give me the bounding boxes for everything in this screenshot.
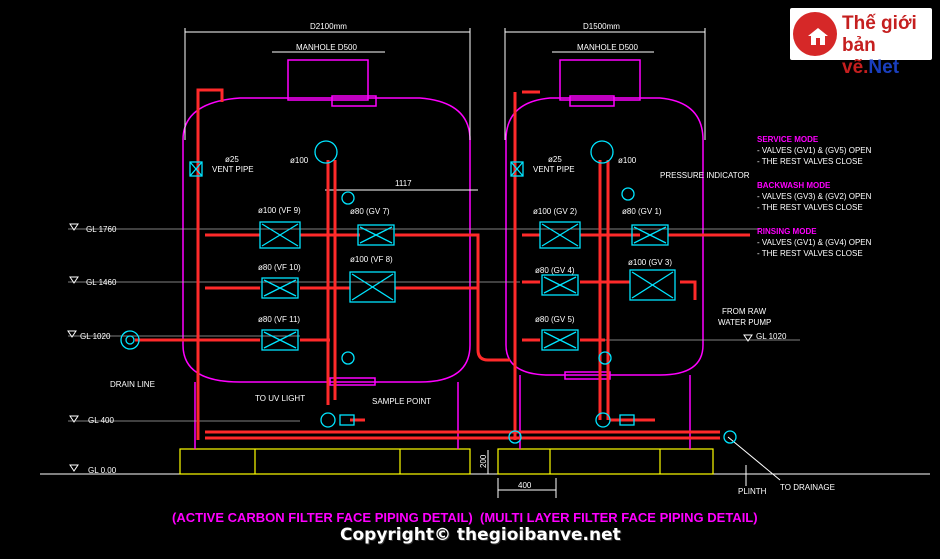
label-vf10: ø80 (VF 10) bbox=[258, 263, 301, 272]
valve-gv2 bbox=[539, 221, 581, 249]
to-drainage-label: TO DRAINAGE bbox=[780, 483, 835, 492]
valve-vf7 bbox=[357, 224, 395, 246]
level-lines bbox=[68, 228, 800, 422]
drain-line-label: DRAIN LINE bbox=[110, 380, 155, 389]
left-diameter-label: D2100mm bbox=[310, 22, 347, 31]
from-raw-label-2: WATER PUMP bbox=[718, 318, 771, 327]
level-markers bbox=[67, 223, 753, 472]
label-vf11: ø80 (VF 11) bbox=[258, 315, 300, 324]
label-gv3: ø100 (GV 3) bbox=[628, 258, 672, 267]
logo-badge bbox=[793, 12, 837, 56]
right-vent-label: VENT PIPE bbox=[533, 165, 575, 174]
level-gl400: GL 400 bbox=[88, 416, 114, 425]
service-mode-line-1: - VALVES (GV1) & (GV5) OPEN bbox=[757, 146, 872, 155]
left-top-pipe: ø100 bbox=[290, 156, 309, 165]
backwash-mode-line-2: - THE REST VALVES CLOSE bbox=[757, 203, 863, 212]
valve-vf10 bbox=[261, 277, 299, 299]
dim-1117: 1117 bbox=[395, 179, 412, 188]
valve-gv4 bbox=[541, 274, 579, 296]
level-gl000: GL 0.00 bbox=[88, 466, 117, 475]
left-manhole-label: MANHOLE D500 bbox=[296, 43, 357, 52]
from-raw-label-1: FROM RAW bbox=[722, 307, 767, 316]
label-gv5: ø80 (GV 5) bbox=[535, 315, 575, 324]
rinsing-mode-line-1: - VALVES (GV1) & (GV4) OPEN bbox=[757, 238, 872, 247]
label-gv2: ø100 (GV 2) bbox=[533, 207, 577, 216]
right-tank bbox=[505, 59, 704, 449]
copyright-watermark: Copyright© thegioibanve.net bbox=[340, 525, 621, 545]
right-top-pipe: ø100 bbox=[618, 156, 637, 165]
dim-400: 400 bbox=[518, 481, 532, 490]
right-vent-size: ø25 bbox=[548, 155, 562, 164]
piping bbox=[135, 88, 750, 440]
label-gv4: ø80 (GV 4) bbox=[535, 266, 575, 275]
valves bbox=[120, 140, 737, 444]
left-tank bbox=[182, 59, 471, 449]
valve-gv3 bbox=[629, 269, 676, 301]
house-icon bbox=[808, 28, 828, 45]
valve-vf11 bbox=[261, 329, 299, 351]
label-vf8: ø100 (VF 8) bbox=[350, 255, 393, 264]
dimension-lines bbox=[184, 28, 781, 498]
plinth-right bbox=[497, 448, 714, 475]
level-gl1020-right: GL 1020 bbox=[756, 332, 787, 341]
label-vf9: ø100 (VF 9) bbox=[258, 206, 301, 215]
right-diagram-title: (MULTI LAYER FILTER FACE PIPING DETAIL) bbox=[480, 510, 758, 525]
left-diagram-title: (ACTIVE CARBON FILTER FACE PIPING DETAIL… bbox=[172, 510, 473, 525]
left-vent-size: ø25 bbox=[225, 155, 239, 164]
valve-gv5 bbox=[541, 329, 579, 351]
level-gl1020: GL 1020 bbox=[80, 332, 111, 341]
level-gl1760: GL 1760 bbox=[86, 225, 117, 234]
site-logo: Thế giới bản vẽ.Net bbox=[790, 8, 932, 78]
backwash-mode-title: BACKWASH MODE bbox=[757, 181, 831, 190]
rinsing-mode-line-2: - THE REST VALVES CLOSE bbox=[757, 249, 863, 258]
backwash-mode-line-1: - VALVES (GV3) & (GV2) OPEN bbox=[757, 192, 872, 201]
valve-vf8 bbox=[349, 271, 396, 303]
rinsing-mode-title: RINSING MODE bbox=[757, 227, 817, 236]
label-vf7: ø80 (GV 7) bbox=[350, 207, 390, 216]
valve-vf9 bbox=[259, 221, 301, 249]
right-diameter-label: D1500mm bbox=[583, 22, 620, 31]
right-manhole-label: MANHOLE D500 bbox=[577, 43, 638, 52]
pressure-indicator-label: PRESSURE INDICATOR bbox=[660, 171, 750, 180]
valve-gv1 bbox=[631, 224, 669, 246]
service-mode-line-2: - THE REST VALVES CLOSE bbox=[757, 157, 863, 166]
to-uv-label: TO UV LIGHT bbox=[255, 394, 305, 403]
left-vent-label: VENT PIPE bbox=[212, 165, 254, 174]
plinth-label: PLINTH bbox=[738, 487, 767, 496]
label-gv1: ø80 (GV 1) bbox=[622, 207, 662, 216]
service-mode-title: SERVICE MODE bbox=[757, 135, 819, 144]
sample-point-label: SAMPLE POINT bbox=[372, 397, 431, 406]
logo-line-2: bản vẽ.Net bbox=[842, 35, 900, 78]
level-gl1460: GL 1460 bbox=[86, 278, 117, 287]
plinth-left bbox=[179, 448, 471, 475]
dim-200: 200 bbox=[479, 454, 488, 468]
logo-line-1: Thế giới bbox=[842, 13, 917, 34]
